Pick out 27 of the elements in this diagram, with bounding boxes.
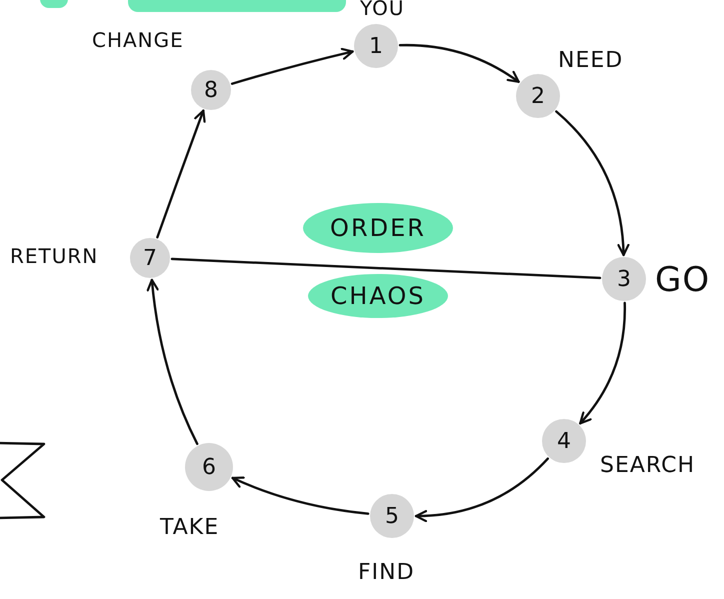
step-number: 1 xyxy=(368,32,384,60)
step-number: 3 xyxy=(616,266,632,294)
step-label: RETURN xyxy=(10,244,98,268)
arrow xyxy=(579,302,626,425)
highlight-oval: CHAOS xyxy=(308,274,448,318)
step-label: TAKE xyxy=(160,515,220,540)
step-label: CHANGE xyxy=(92,28,184,52)
arrow xyxy=(146,278,198,446)
step-label: YOU xyxy=(360,0,405,20)
highlight-oval: ORDER xyxy=(303,203,453,253)
step-number: 2 xyxy=(530,82,546,110)
step-label: FIND xyxy=(358,560,415,585)
step-label: SEARCH xyxy=(600,453,696,478)
step-label: GO xyxy=(655,260,710,300)
arrow xyxy=(156,109,206,238)
arrow xyxy=(398,44,520,84)
arrow xyxy=(555,110,630,256)
arrow xyxy=(231,476,370,515)
connector-line xyxy=(170,258,602,280)
step-number: 8 xyxy=(203,76,219,104)
arrow xyxy=(230,48,354,85)
step-number: 5 xyxy=(384,502,400,530)
step-label: NEED xyxy=(558,48,624,73)
step-number: 4 xyxy=(556,428,572,456)
arrow xyxy=(414,457,549,522)
step-number: 6 xyxy=(201,454,217,482)
step-number: 7 xyxy=(142,244,158,272)
